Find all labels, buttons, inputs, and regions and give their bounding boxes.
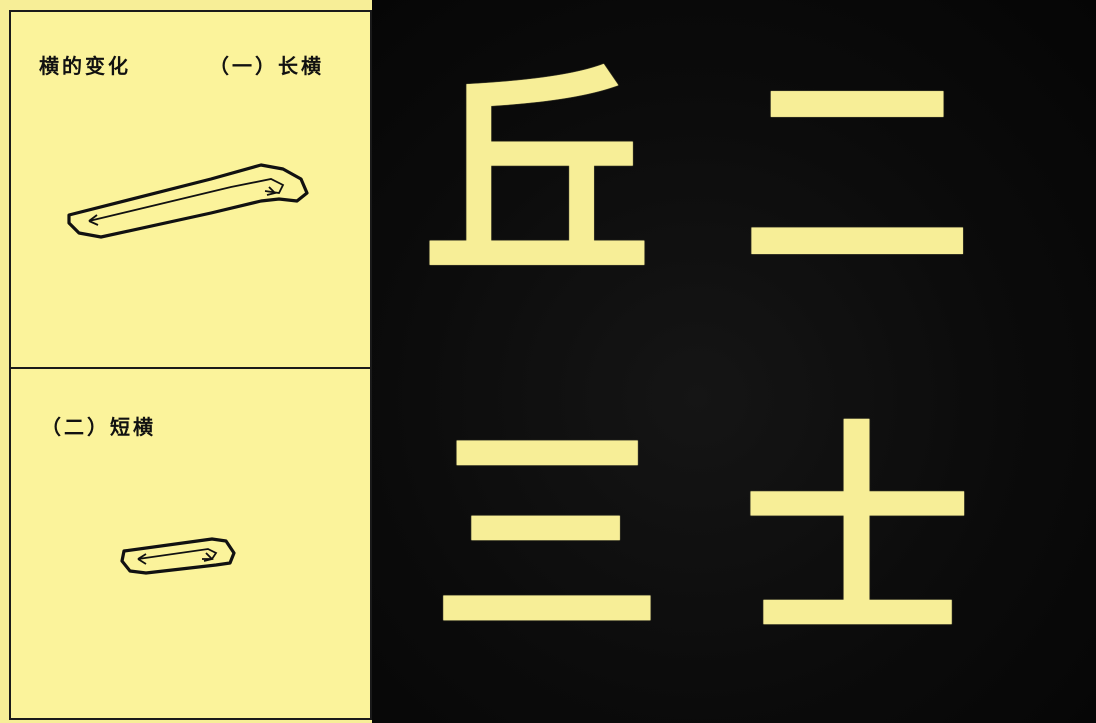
section-title: 横的变化	[39, 54, 131, 78]
short-horizontal-section: （二）短横	[11, 369, 370, 720]
calligraphy-examples-panel: 丘 二 三 士	[372, 0, 1096, 723]
character-er: 二	[741, 40, 972, 310]
short-horizontal-label: （二）短横	[41, 415, 156, 439]
stroke-explanation-panel: 横的变化 （一）长横 （二）短横	[9, 10, 372, 720]
character-shi: 士	[741, 400, 972, 670]
character-san: 三	[431, 400, 662, 670]
short-horizontal-stroke-diagram-icon	[120, 537, 236, 575]
character-qiu: 丘	[421, 40, 652, 310]
long-horizontal-label: （一）长横	[209, 54, 324, 78]
long-horizontal-section: 横的变化 （一）长横	[11, 12, 370, 369]
long-horizontal-stroke-diagram-icon	[67, 163, 309, 239]
